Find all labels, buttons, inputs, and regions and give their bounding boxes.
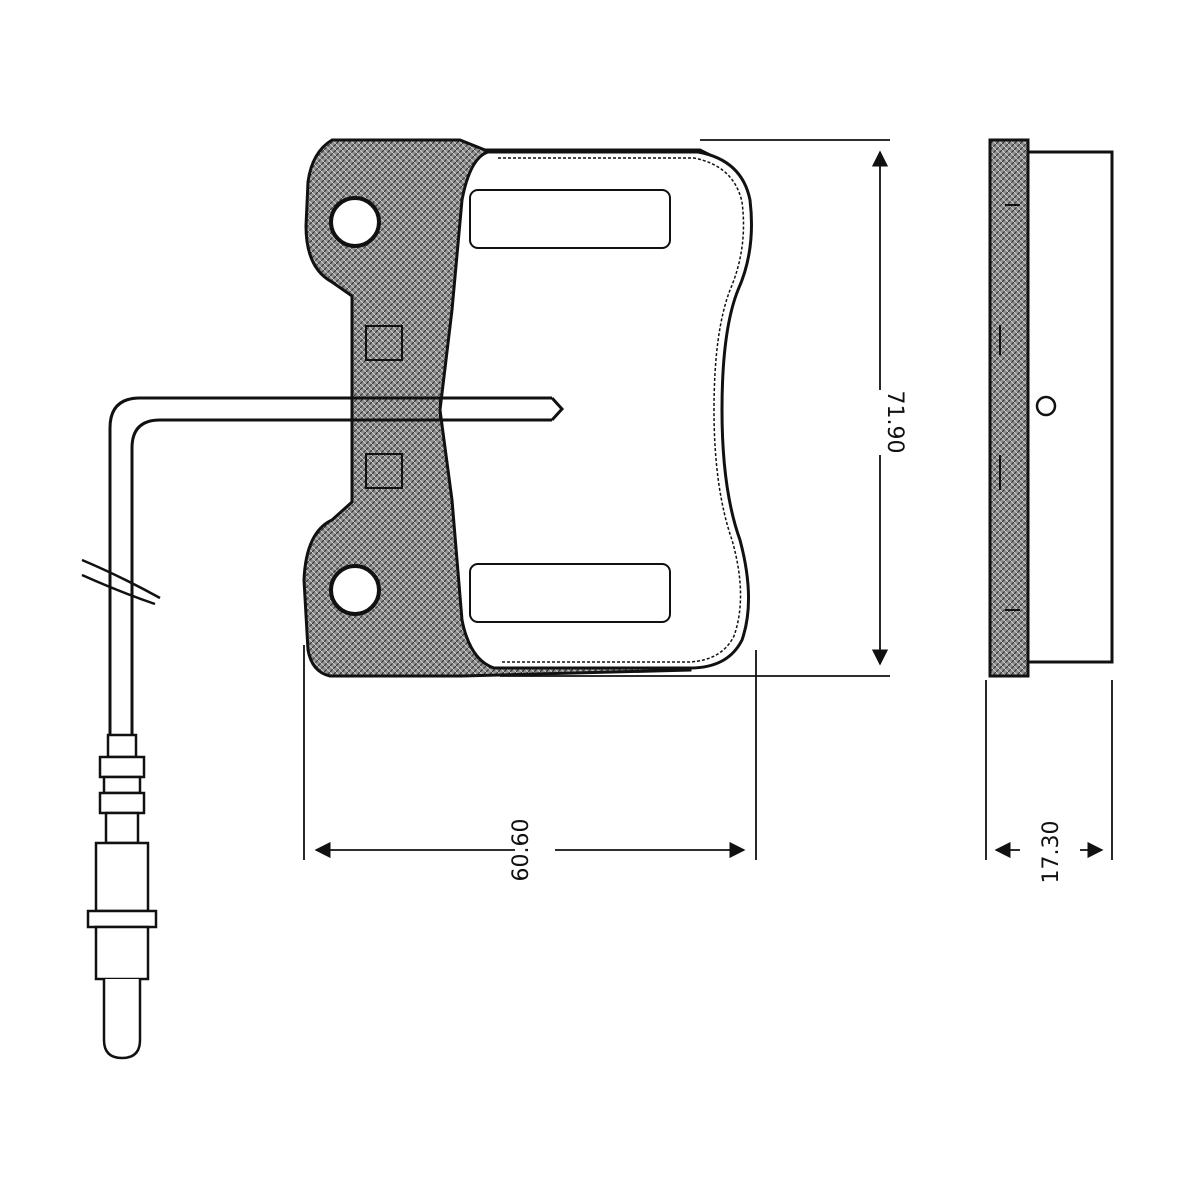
- dimension-thickness: [985, 680, 1113, 860]
- slot-bottom: [469, 563, 671, 623]
- wear-sensor-icon: [81, 396, 565, 1060]
- hole-top: [329, 196, 381, 248]
- mounting-holes: [329, 196, 381, 616]
- hole-bottom: [329, 564, 381, 616]
- dimension-height: [500, 139, 890, 677]
- dimension-height-label: 71.90: [882, 391, 907, 454]
- sensor-clip: [1035, 395, 1057, 417]
- slot-top: [469, 189, 671, 249]
- dimension-thickness-label: 17.30: [1039, 821, 1064, 884]
- plate-notches: [365, 325, 403, 489]
- friction-pad: [438, 150, 753, 670]
- dimension-width-label: 60.60: [509, 819, 534, 882]
- side-view: [988, 138, 1114, 678]
- dimension-width: [303, 645, 757, 860]
